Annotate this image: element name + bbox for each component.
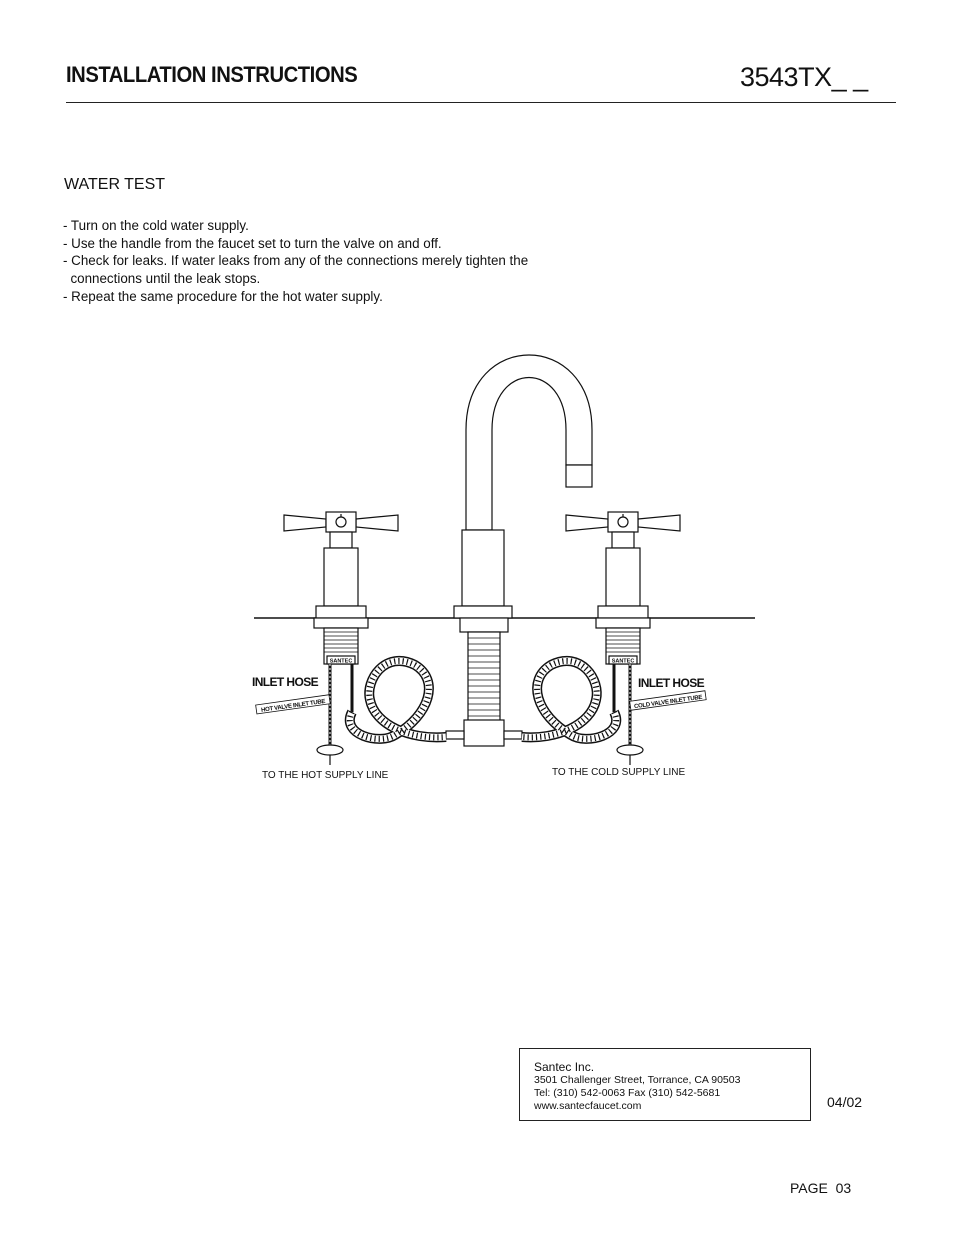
spout — [445, 354, 593, 747]
instruction-step: - Check for leaks. If water leaks from a… — [63, 253, 529, 269]
company-website: www.santecfaucet.com — [534, 1100, 642, 1112]
cold-valve-brand-tag: SANTEC — [612, 659, 635, 665]
cold-valve: SANTEC — [565, 511, 681, 765]
hot-inlet-hose-label: INLET HOSE — [252, 675, 319, 689]
faucet-installation-diagram: SANTEC SANTEC — [252, 354, 755, 781]
instruction-step: - Turn on the cold water supply. — [63, 218, 249, 233]
header-divider — [66, 102, 896, 103]
cold-inlet-hose — [521, 655, 622, 744]
instruction-step: connections until the leak stops. — [63, 271, 261, 287]
revision-date: 04/02 — [827, 1094, 863, 1110]
instruction-step: - Repeat the same procedure for the hot … — [63, 288, 383, 304]
instruction-step: - Use the handle from the faucet set to … — [63, 235, 442, 251]
company-address-box: Santec Inc. 3501 Challenger Street, Torr… — [519, 1048, 811, 1121]
section-heading: WATER TEST — [64, 176, 166, 193]
company-street: 3501 Challenger Street, Torrance, CA 905… — [534, 1074, 741, 1086]
hot-valve: SANTEC — [283, 511, 399, 765]
hot-inlet-hose — [344, 655, 447, 744]
model-number: 3543TX_ _ — [740, 62, 868, 92]
cold-supply-caption: TO THE COLD SUPPLY LINE — [552, 767, 686, 778]
company-phone: Tel: (310) 542-0063 Fax (310) 542-5681 — [534, 1087, 721, 1099]
hot-valve-brand-tag: SANTEC — [330, 659, 353, 665]
document-title: INSTALLATION INSTRUCTIONS — [66, 62, 358, 87]
cold-inlet-hose-label: INLET HOSE — [638, 676, 705, 690]
instruction-steps: - Turn on the cold water supply. - Use t… — [63, 217, 528, 306]
hot-supply-caption: TO THE HOT SUPPLY LINE — [262, 770, 389, 781]
company-name: Santec Inc. — [534, 1060, 595, 1074]
page-number: PAGE 03 — [790, 1180, 852, 1196]
